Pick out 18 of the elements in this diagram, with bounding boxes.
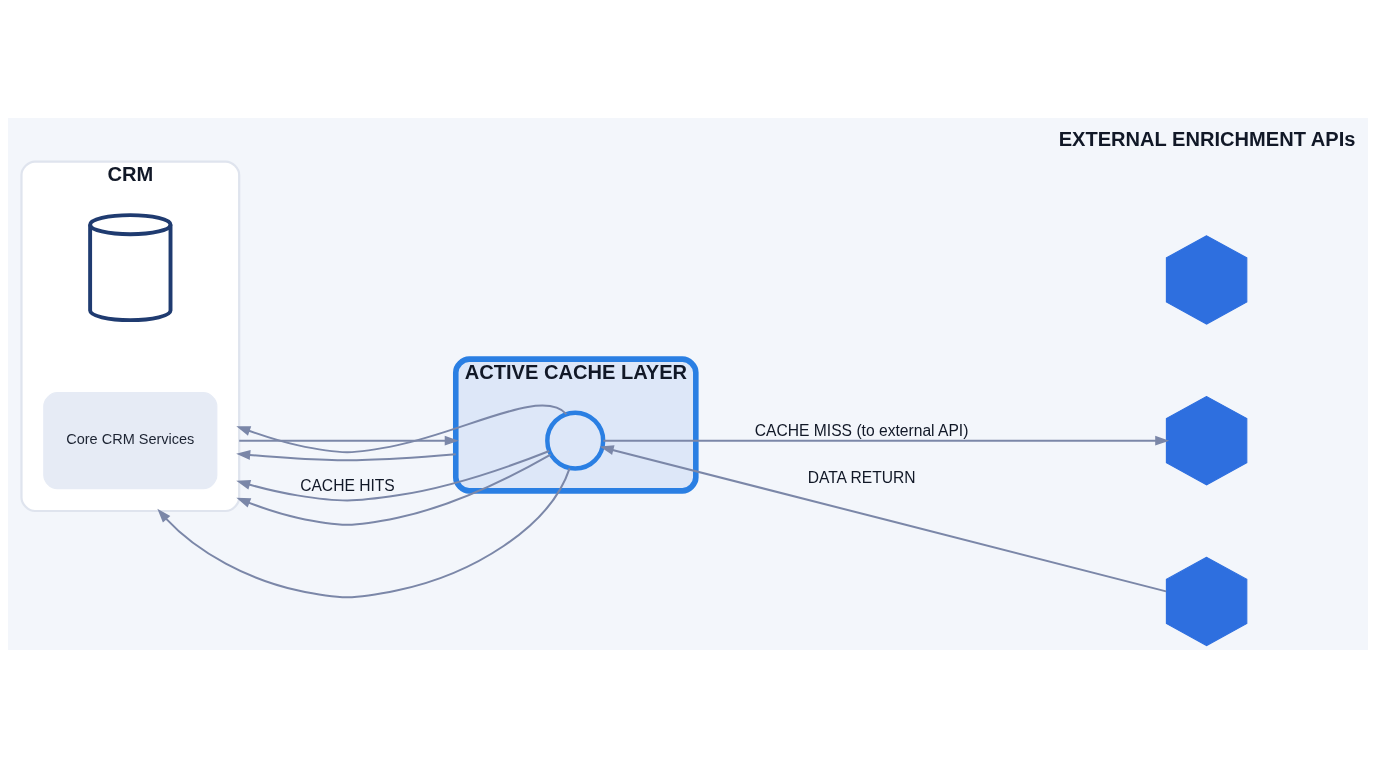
arrow — [236, 404, 568, 454]
arrow — [599, 445, 1167, 593]
arrow — [239, 435, 459, 446]
node-box: Core CRM Services — [43, 392, 218, 490]
edge-label: DATA RETURN — [807, 469, 916, 487]
edge-label: CACHE HITS — [300, 477, 395, 495]
node-hexagon — [1165, 556, 1248, 647]
arrow — [236, 450, 550, 502]
arrow — [157, 468, 571, 599]
arrow — [236, 453, 552, 526]
cluster: ACTIVE CACHE LAYER — [452, 356, 699, 494]
node-hexagon — [1165, 395, 1248, 486]
node-hexagon — [1165, 235, 1248, 325]
node-circle — [545, 410, 606, 471]
edge-label: CACHE MISS (to external API) — [754, 422, 969, 440]
arrow — [603, 435, 1170, 446]
arrow — [236, 450, 456, 462]
label: EXTERNAL ENRICHMENT APIs — [1058, 128, 1356, 151]
